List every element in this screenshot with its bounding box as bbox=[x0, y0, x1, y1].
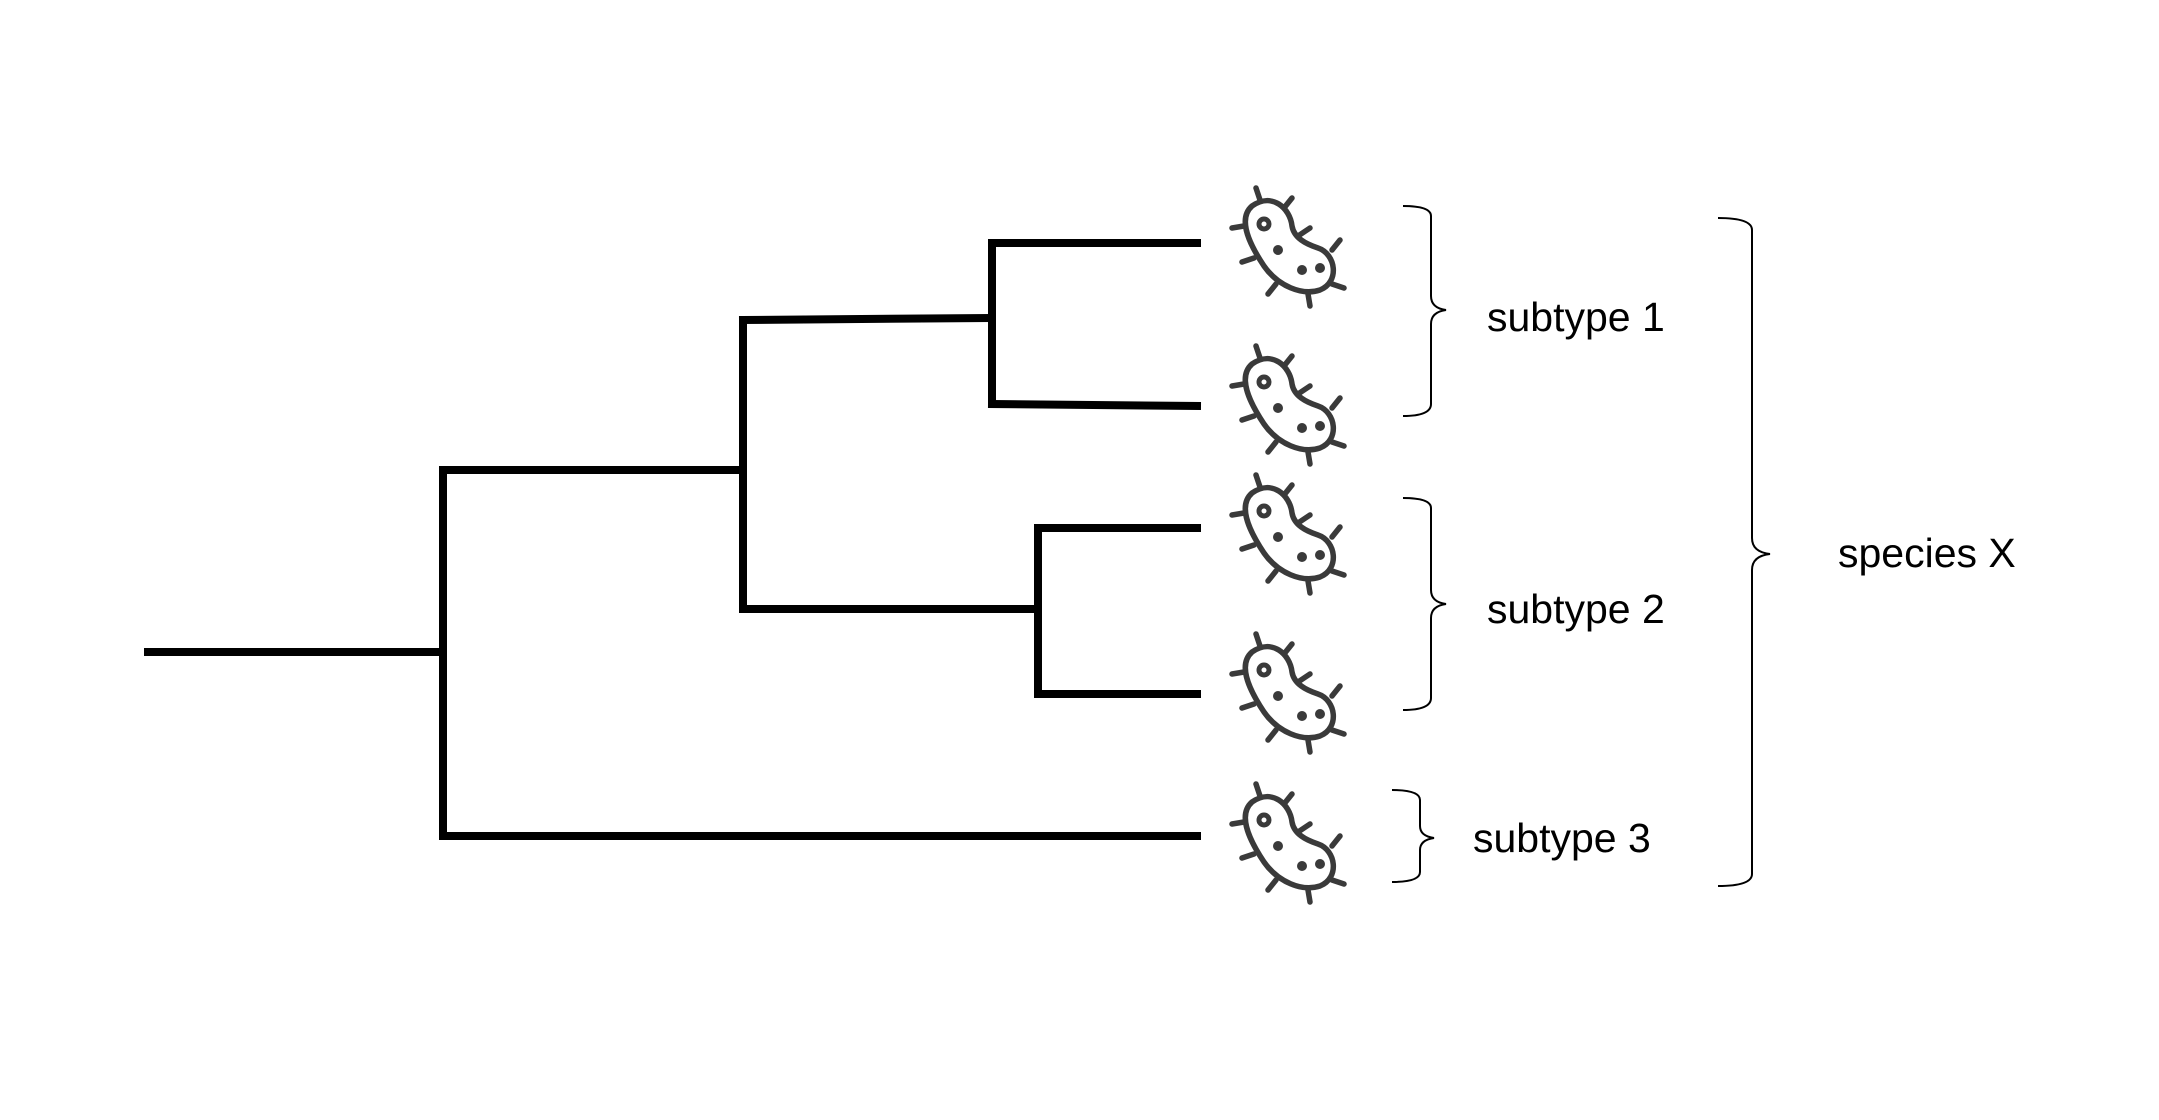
bacterium-icon bbox=[1232, 784, 1344, 902]
subtype2-label: subtype 2 bbox=[1487, 586, 1665, 632]
leaf-icons bbox=[1232, 188, 1344, 902]
species-label: species X bbox=[1838, 530, 2016, 576]
subtype1-brace bbox=[1402, 205, 1447, 417]
subtype3-label: subtype 3 bbox=[1473, 815, 1651, 861]
bacterium-icon bbox=[1232, 475, 1344, 593]
subtype2-brace bbox=[1402, 497, 1447, 711]
tree-branches bbox=[144, 239, 1202, 840]
bacterium-icon bbox=[1232, 188, 1344, 306]
branch-to-leaf-2 bbox=[987, 399, 1202, 411]
species-brace bbox=[1717, 217, 1771, 887]
subtype1-label: subtype 1 bbox=[1487, 294, 1665, 340]
bacterium-icon bbox=[1232, 346, 1344, 464]
branch-to-subtype1-clade bbox=[738, 313, 992, 325]
labels: subtype 1 subtype 2 subtype 3 species X bbox=[1473, 294, 2016, 861]
subtype3-brace bbox=[1391, 789, 1435, 883]
bacterium-icon bbox=[1232, 634, 1344, 752]
braces bbox=[1391, 205, 1771, 887]
